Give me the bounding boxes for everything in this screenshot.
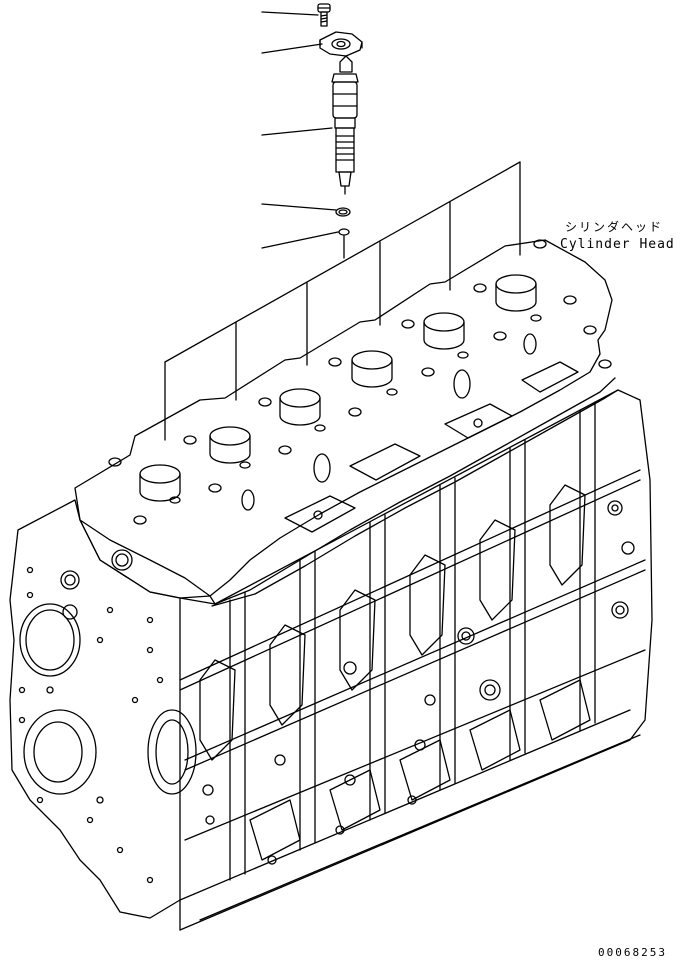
leader-bolt (262, 12, 318, 15)
seal-ring (339, 229, 349, 235)
fuel-injector (332, 56, 358, 194)
part-name-english: Cylinder Head (560, 237, 675, 252)
bore-bracket (165, 162, 520, 440)
leader-seal (262, 232, 338, 248)
block-bosses (203, 501, 634, 864)
head-bolts (109, 240, 611, 524)
leader-injector (262, 128, 332, 135)
valve-bosses (140, 275, 536, 501)
leader-clamp (262, 44, 322, 53)
block-ribs (230, 402, 595, 880)
leader-oring (262, 204, 336, 210)
injector-ports (242, 334, 536, 510)
cylinder-block (10, 390, 652, 930)
injector-clamp (320, 32, 362, 56)
cylinder-head (75, 240, 618, 606)
part-name-japanese: シリンダヘッド (565, 220, 664, 234)
bolt (318, 4, 330, 26)
head-covers (285, 362, 578, 532)
block-webs (200, 485, 585, 760)
o-ring (336, 208, 350, 216)
drawing-number: 00068253 (598, 946, 667, 959)
front-plate-holes (20, 568, 163, 883)
leader-lines (262, 12, 338, 248)
